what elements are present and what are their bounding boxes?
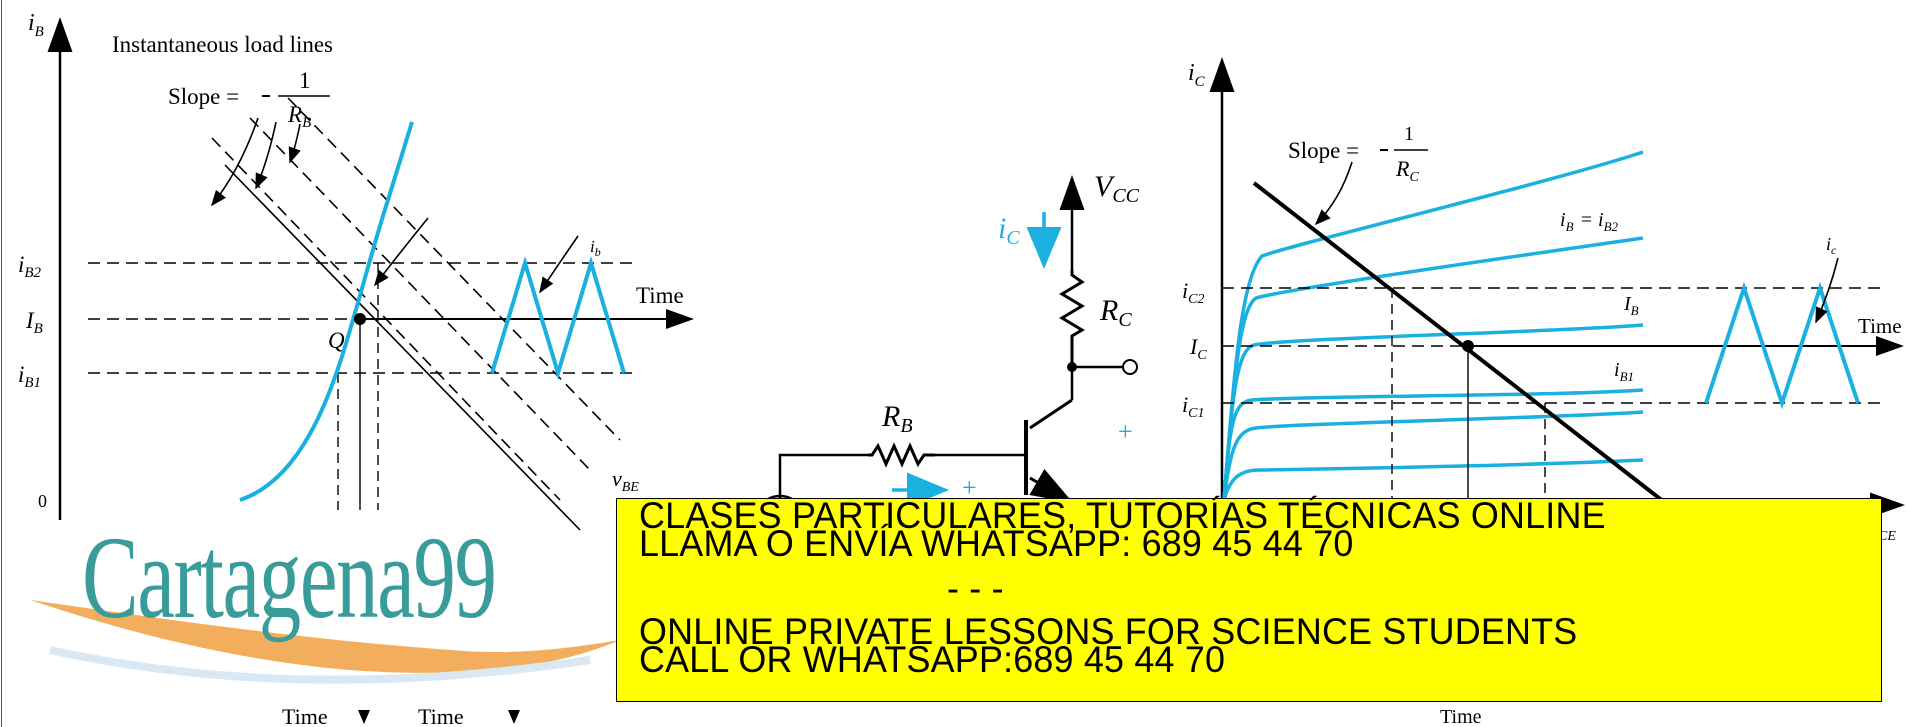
banner-line-2: LLAMA O ENVÍA WHATSAPP: 689 45 44 70 [639, 523, 1354, 564]
vce-sub-label: CE [1878, 529, 1896, 544]
logo-text: Cartagena99 [82, 512, 497, 643]
right-slope-denominator: RC [1395, 156, 1419, 185]
left-border-line [1, 0, 2, 727]
left-slope-denominator: RB [287, 102, 311, 131]
slope-pointer-2 [255, 121, 277, 190]
load-line-upper [287, 97, 621, 441]
right-time-label: Time [1858, 314, 1902, 338]
input-characteristic-curve [239, 121, 414, 502]
label-ib: ib [590, 237, 601, 259]
ic-curve-lower [1222, 410, 1644, 501]
output-terminal [1122, 359, 1138, 375]
banner-line-3: ONLINE PRIVATE LESSONS FOR SCIENCE STUDE… [639, 611, 1578, 652]
ic-curve-ib1 [1222, 388, 1644, 501]
label-ic1: iC1 [1182, 392, 1204, 421]
label-iB2: iB2 [18, 252, 42, 281]
slope-pointer-1 [211, 117, 259, 207]
label-IB-curve: IB [1623, 293, 1639, 318]
banner-line-4: CALL OR WHATSAPP:689 45 44 70 [639, 639, 1226, 680]
label-iB-eq-iB2: iB= iB2 [1560, 209, 1619, 234]
left-plot-title: Instantaneous load lines [112, 32, 333, 57]
right-slope-label: Slope = [1288, 138, 1359, 163]
label-IB: IB [25, 308, 43, 337]
bottom-time-label-1: Time [282, 704, 328, 727]
left-time-label: Time [636, 283, 684, 308]
vcc-label: VCC [1094, 170, 1140, 207]
ib-waveform [490, 256, 626, 380]
q-point-right [1462, 340, 1474, 352]
bjt-circuit: VCC iC RC + RB + [754, 170, 1140, 546]
collector-lead [1029, 398, 1073, 430]
load-line-quiescent [224, 164, 581, 531]
ic-pointer-arrow [1815, 257, 1839, 324]
curve-pointer-arrow [374, 217, 429, 287]
right-y-axis-label: iC [1188, 60, 1206, 90]
rb-resistor [868, 442, 935, 468]
rc-resistor [1059, 270, 1085, 366]
label-iB1-curve: iB1 [1614, 359, 1634, 384]
ic-waveform [1704, 281, 1860, 410]
dc-load-line [1252, 181, 1670, 507]
right-bottom-time-label: Time [1440, 706, 1482, 727]
ic-curve-ib2 [1222, 236, 1644, 501]
ic-current-label: iC [998, 212, 1020, 249]
q-point-label: Q [328, 328, 345, 353]
right-slope-numerator: 1 [1404, 123, 1414, 145]
source-wire [778, 453, 868, 498]
contact-banner: CLASES PARTICULARES, TUTORÍAS TÉCNICAS O… [616, 495, 1882, 702]
bottom-time-arrow-2 [508, 710, 520, 724]
ic-curve-ib2-top [1222, 150, 1644, 501]
label-zero: 0 [38, 491, 47, 511]
rb-label: RB [881, 400, 913, 437]
emitter-lead [1029, 468, 1074, 504]
left-y-axis-label: iB [28, 10, 44, 40]
load-line-high [249, 117, 591, 471]
right-output-characteristic-plot: iC CE Slope = 1 RC iC2 IC iC1 iB= i [1182, 57, 1905, 727]
label-ic-wave: ic [1826, 234, 1837, 257]
left-input-characteristic-plot: iB Instantaneous load lines Slope = 1 RB… [18, 10, 694, 727]
rc-label: RC [1099, 294, 1132, 331]
left-slope-label: Slope = [168, 84, 239, 109]
plus-sign-bottom: + [962, 473, 977, 502]
ic-curve-ib [1222, 323, 1644, 501]
plus-sign-right: + [1118, 417, 1133, 446]
logo-swoosh [30, 600, 620, 684]
label-IC: IC [1189, 334, 1207, 363]
cartagena99-logo: Cartagena99 [30, 500, 630, 700]
bottom-time-arrow-1 [358, 710, 370, 724]
label-iB1: iB1 [18, 362, 41, 391]
bottom-time-label-2: Time [418, 704, 464, 727]
q-point-left [354, 313, 366, 325]
ic-curve-lowest [1222, 458, 1644, 501]
ib-pointer-arrow [539, 235, 579, 294]
slope-pointer-3 [288, 123, 301, 164]
banner-separator: - - - [947, 568, 1004, 609]
banner-line-1: CLASES PARTICULARES, TUTORÍAS TÉCNICAS O… [639, 495, 1606, 536]
left-slope-numerator: 1 [299, 68, 311, 93]
label-ic2: iC2 [1182, 278, 1204, 307]
right-slope-pointer [1314, 161, 1353, 226]
label-vBE: vBE [612, 466, 639, 495]
